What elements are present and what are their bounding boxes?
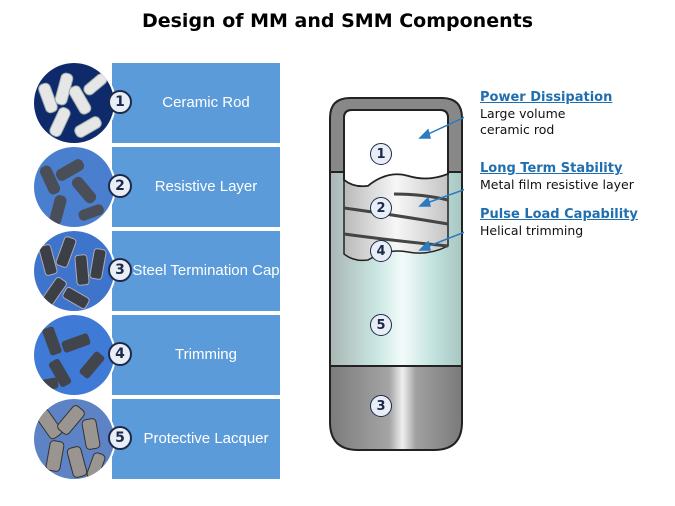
callout-heading: Pulse Load Capability [480, 207, 638, 222]
page-title: Design of MM and SMM Components [141, 10, 534, 32]
ceramic-rod-photo [32, 61, 116, 145]
resistive-layer [343, 172, 449, 262]
step-panel [112, 399, 280, 479]
step-label: Protective Lacquer [143, 430, 269, 447]
callout-pulse-load-capability: Pulse Load Capability Helical trimming [480, 207, 638, 239]
bottom-termination-cap [329, 365, 463, 451]
step-number-badge: 3 [108, 258, 132, 282]
step-number-badge: 1 [108, 90, 132, 114]
resistive-layer-photo [32, 145, 116, 229]
step-number-badge: 2 [108, 174, 132, 198]
diagram-marker-ceramic-rod: 1 [370, 143, 392, 165]
protective-lacquer-photo [32, 397, 116, 481]
diagram-marker-protective-lacquer: 5 [370, 314, 392, 336]
diagram-marker-termination-cap: 3 [370, 395, 392, 417]
callout-line: Metal film resistive layer [480, 177, 634, 192]
callout-heading: Long Term Stability [480, 161, 623, 176]
step-label: Steel Termination Cap [132, 262, 280, 279]
callout-long-term-stability: Long Term Stability Metal film resistive… [480, 161, 634, 193]
step-panel [112, 63, 280, 143]
callout-power-dissipation: Power Dissipation Large volume ceramic r… [480, 90, 612, 138]
resistor-cross-section [329, 97, 464, 451]
step-label: Resistive Layer [154, 178, 258, 195]
step-panel [112, 231, 280, 311]
step-row-ceramic-rod: 1 Ceramic Rod [32, 61, 280, 145]
step-panel [112, 315, 280, 395]
diagram-marker-trimming: 4 [370, 240, 392, 262]
step-row-resistive-layer: 2 Resistive Layer [32, 145, 280, 229]
step-row-steel-termination-cap: 3 Steel Termination Cap [32, 229, 280, 313]
callout-line: Helical trimming [480, 223, 584, 238]
diagram-marker-resistive-layer: 2 [370, 197, 392, 219]
step-number-badge: 4 [108, 342, 132, 366]
step-label: Ceramic Rod [162, 94, 250, 111]
callout-heading: Power Dissipation [480, 90, 613, 105]
callout-line: ceramic rod [480, 122, 555, 137]
steel-termination-cap-photo [32, 229, 116, 313]
step-number-badge: 5 [108, 426, 132, 450]
callout-line: Large volume [480, 106, 566, 121]
step-label: Trimming [175, 346, 237, 363]
step-row-protective-lacquer: 5 Protective Lacquer [32, 397, 280, 481]
helical-trim-grooves [343, 192, 449, 248]
step-row-trimming: 4 Trimming [32, 313, 280, 397]
trimming-photo [32, 313, 116, 397]
step-panel [112, 147, 280, 227]
callout-arrows [418, 116, 464, 251]
